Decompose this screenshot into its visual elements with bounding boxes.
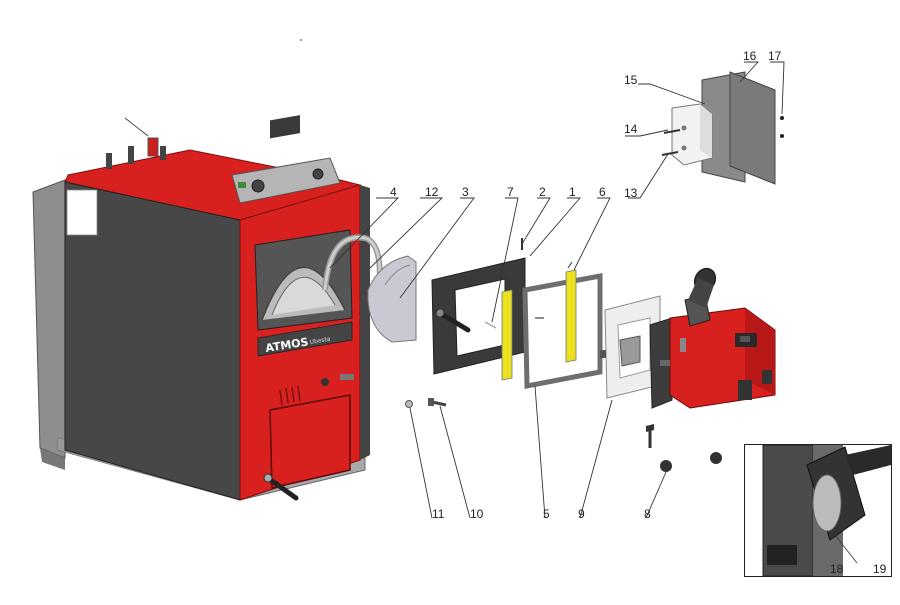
model-logo-text: Ubesta	[309, 336, 331, 346]
leader-lines	[329, 61, 785, 519]
callout-14: 14	[624, 122, 638, 136]
callout-4: 4	[390, 185, 397, 199]
callout-10: 10	[470, 507, 484, 521]
part-8-knobs	[646, 424, 722, 472]
callout-19: 19	[873, 562, 887, 576]
callout-16: 16	[743, 49, 757, 63]
callout-9: 9	[578, 507, 585, 521]
part-9-adapter-plate	[600, 295, 661, 399]
callout-8: 8	[644, 507, 651, 521]
callout-17: 17	[768, 49, 782, 63]
callout-6: 6	[599, 185, 606, 199]
pellet-burner	[649, 267, 776, 409]
callout-7: 7	[507, 185, 514, 199]
callout-2: 2	[539, 185, 546, 199]
callout-13: 13	[624, 186, 638, 200]
callout-12: 12	[425, 185, 439, 199]
part-3-insulation-plate	[367, 255, 417, 343]
detail-inset	[744, 444, 892, 577]
part-5-metal-frame	[522, 272, 603, 390]
callout-15: 15	[624, 73, 638, 87]
callout-5: 5	[543, 507, 550, 521]
parts-13-17-control-box	[661, 71, 784, 185]
part-10-bolt	[428, 398, 447, 407]
part-6-yellow-gasket	[565, 261, 577, 363]
callout-18: 18	[830, 562, 844, 576]
callout-11: 11	[432, 507, 445, 521]
callout-3: 3	[462, 185, 469, 199]
part-12-curved-arm	[322, 234, 383, 301]
callout-1: 1	[569, 185, 576, 199]
part-11-nut	[405, 400, 413, 408]
boiler-body: ATMOS Ubesta	[32, 39, 370, 501]
part-7-yellow-gasket	[501, 289, 513, 381]
